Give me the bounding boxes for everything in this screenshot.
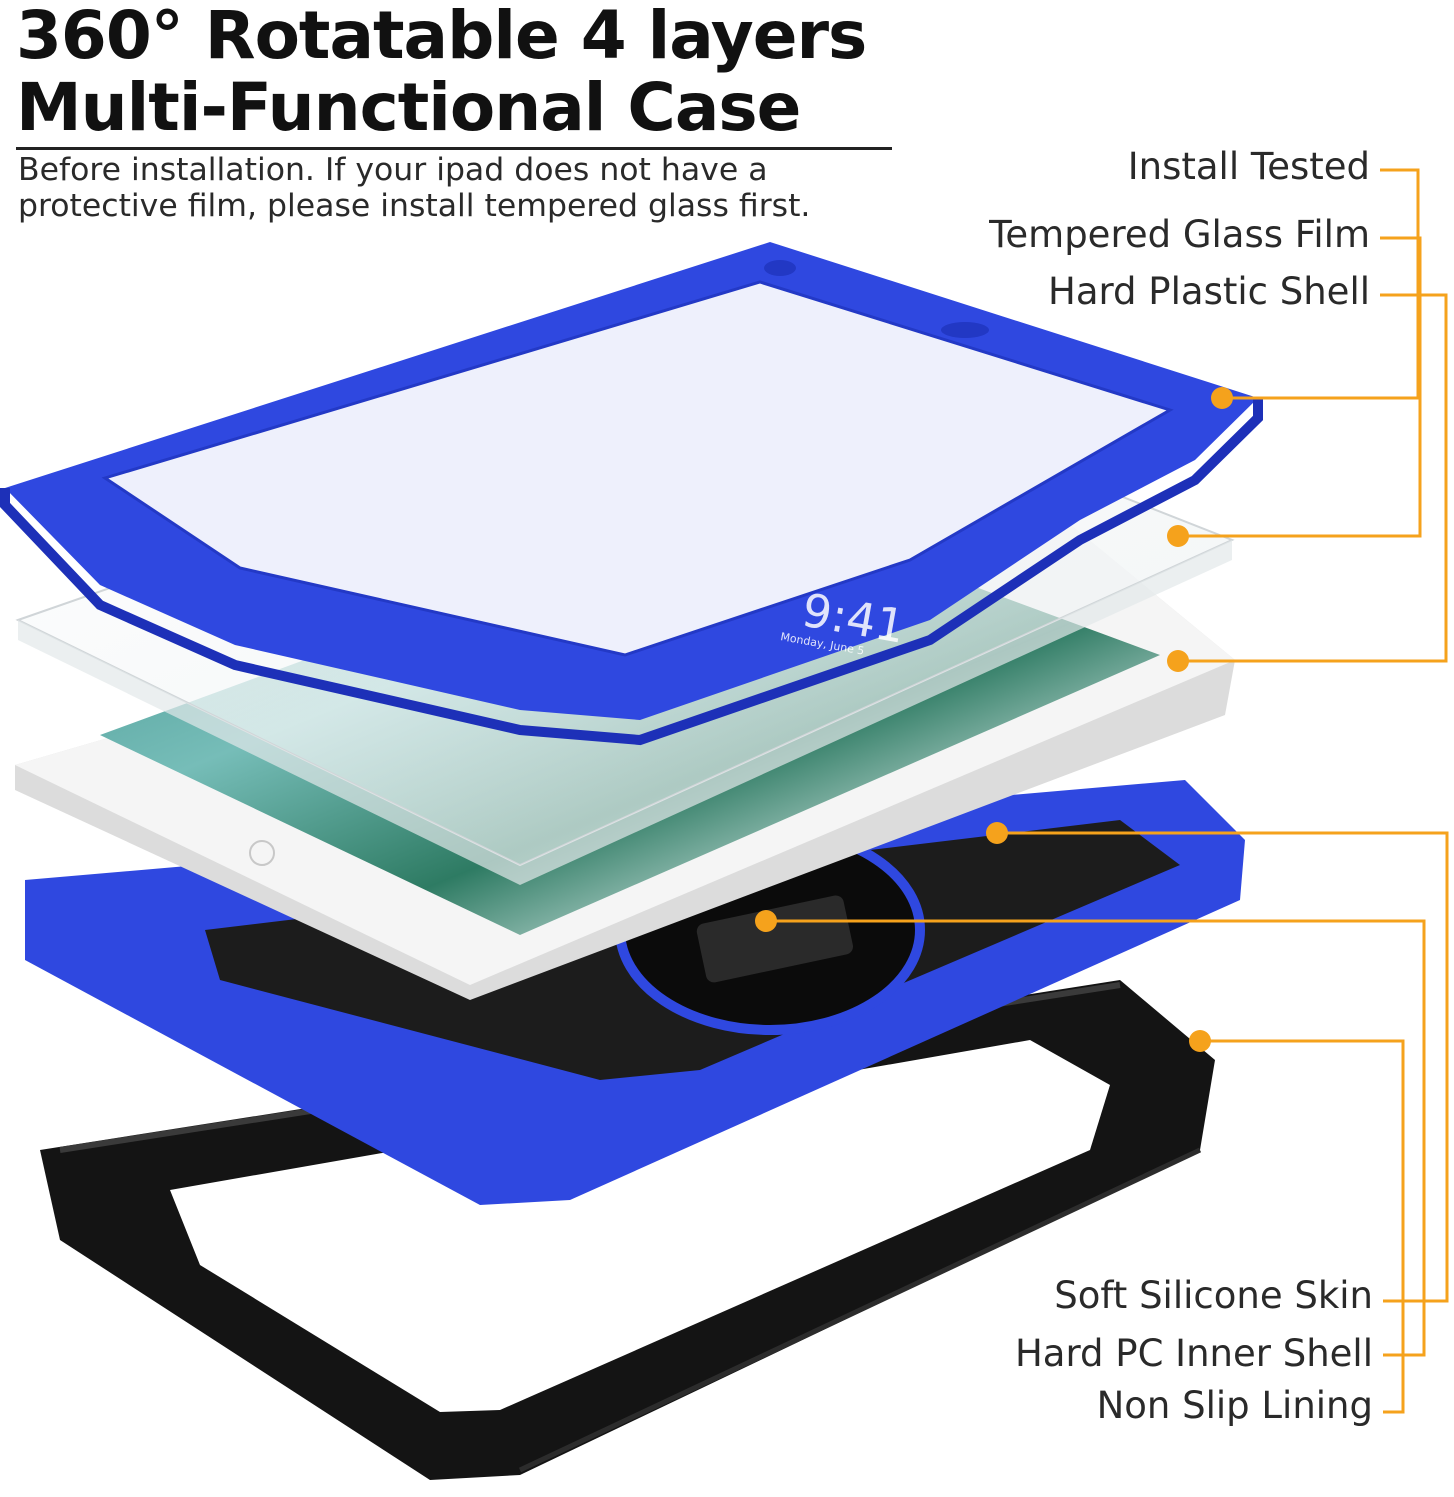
- headline-line-2: Multi-Functional Case: [16, 69, 801, 146]
- callout-leaders: [766, 168, 1449, 1414]
- callout-dots: [755, 387, 1233, 1052]
- headline-underline: [16, 147, 892, 150]
- installation-note-line-2: protective film, please install tempered…: [18, 188, 811, 224]
- installation-note-line-1: Before installation. If your ipad does n…: [18, 152, 768, 188]
- installation-note: Before installation. If your ipad does n…: [18, 152, 898, 224]
- callout-tempered-glass-film: Tempered Glass Film: [989, 213, 1370, 256]
- callout-hard-plastic-shell: Hard Plastic Shell: [1048, 270, 1370, 313]
- callout-soft-silicone-skin: Soft Silicone Skin: [1054, 1274, 1373, 1317]
- callout-non-slip-lining: Non Slip Lining: [1096, 1384, 1373, 1427]
- hard-plastic-shell-shape: [0, 242, 1263, 746]
- callout-hard-pc-inner-shell: Hard PC Inner Shell: [1014, 1332, 1373, 1375]
- headline: 360° Rotatable 4 layers Multi-Functional…: [16, 0, 896, 144]
- callout-install-tested: Install Tested: [1127, 145, 1370, 188]
- headline-line-1: 360° Rotatable 4 layers: [16, 0, 867, 74]
